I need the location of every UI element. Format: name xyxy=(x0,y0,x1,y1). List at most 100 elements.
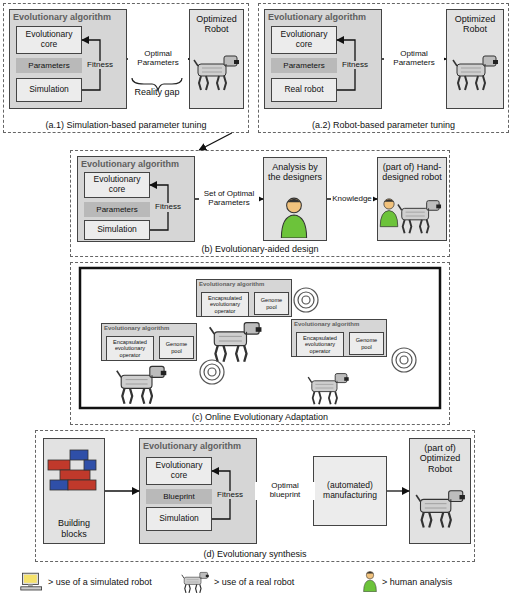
drawing-part xyxy=(398,201,441,234)
dashed-panel: (b) Evolutionary-aided design Evolutionar… xyxy=(70,150,450,257)
process-box: Encapsulated evolutionary operator xyxy=(201,292,249,317)
parameter-band: Parameters xyxy=(271,58,337,73)
panel-caption: (c) Online Evolutionary Adaptation xyxy=(71,412,449,422)
edge-label: Optimal blueprint xyxy=(255,482,315,500)
process-box: Simulation xyxy=(16,78,82,102)
drawing-part xyxy=(294,288,318,312)
node-text: Simulation xyxy=(159,514,199,524)
node-text: Encapsulated evolutionary operator xyxy=(108,339,152,357)
node-text: Evolutionary algorithm xyxy=(140,439,256,453)
signal-waves xyxy=(200,288,416,384)
node-text: Simulation xyxy=(29,85,69,95)
drawing-part xyxy=(194,56,239,90)
parameter-band: Blueprint xyxy=(146,489,212,504)
drawing-part xyxy=(210,323,262,362)
drawing-part xyxy=(50,480,68,490)
robot-box: Optimized Robot xyxy=(446,9,504,109)
legend-text: > use of a simulated robot xyxy=(48,577,152,587)
process-box: Encapsulated evolutionary operator xyxy=(296,332,344,357)
node-text: Evolutionary algorithm xyxy=(10,10,126,24)
node-text: Real robot xyxy=(284,85,323,95)
node-text: Evolutionary core xyxy=(18,30,80,50)
node-text: (automated) manufacturing xyxy=(315,481,385,501)
legend-icons xyxy=(21,571,377,592)
edge-label: Optimal Parameters xyxy=(384,50,444,68)
process-box: Evolutionary core xyxy=(84,172,150,198)
drawing-part xyxy=(302,296,310,304)
node-text: Parameters xyxy=(28,61,69,70)
drawing-part xyxy=(21,573,42,590)
node-text: Analysis by the designers xyxy=(266,162,324,183)
connector-arrow xyxy=(387,490,409,491)
drawing-part xyxy=(84,460,96,470)
node-text: Simulation xyxy=(97,225,137,235)
process-box: Simulation xyxy=(84,220,150,240)
legend-text: > use of a real robot xyxy=(214,577,294,587)
edge-label: Fitness xyxy=(154,203,182,212)
process-box: Genome pool xyxy=(159,336,194,359)
drawing-part xyxy=(453,56,498,90)
panel-caption: (b) Evolutionary-aided design xyxy=(71,244,449,254)
robot-figures xyxy=(117,56,498,528)
algorithm-box: Evolutionary algorithmEncapsulated evolu… xyxy=(196,279,292,317)
drawing-part xyxy=(400,356,408,364)
node-text: Blueprint xyxy=(163,492,195,501)
algorithm-box: Evolutionary algorithmEncapsulated evolu… xyxy=(291,319,387,357)
edge-label: Knowledge xyxy=(331,195,373,204)
blocks-box: Building blocks xyxy=(43,438,105,544)
edge-label: Fitness xyxy=(341,61,369,70)
parameter-band: Parameters xyxy=(16,58,82,73)
node-text: Evolutionary core xyxy=(86,175,148,195)
dashed-panel: (c) Online Evolutionary Adaptation Evolut… xyxy=(70,262,450,425)
node-text: Optimized Robot xyxy=(449,14,501,35)
node-text: (part of) Hand-designed robot xyxy=(380,162,444,183)
drawing-part xyxy=(60,470,90,480)
dashed-panel: (a.2) Robot-based parameter tuningEvolut… xyxy=(258,3,509,133)
node-text: Evolutionary core xyxy=(148,461,210,481)
connector-arrow xyxy=(105,490,139,491)
environment-frame xyxy=(80,268,440,408)
node-text: Evolutionary algorithm xyxy=(292,320,386,328)
node-text: Parameters xyxy=(96,205,137,214)
node-text: Evolutionary algorithm xyxy=(197,280,291,288)
note-label: Reality gap xyxy=(133,88,180,98)
drawing-part xyxy=(396,352,412,368)
drawing-part xyxy=(281,198,306,238)
node-text: Parameters xyxy=(283,61,324,70)
robot-box: (part of) Hand-designed robot xyxy=(377,157,447,241)
panel-caption: (a.1) Simulation-based parameter tuning xyxy=(4,120,248,130)
node-text: Evolutionary algorithm xyxy=(265,10,381,24)
drawing-part xyxy=(392,348,416,372)
building-blocks xyxy=(48,450,96,490)
connector-arrow xyxy=(199,133,232,150)
algorithm-box: Evolutionary algorithmEncapsulated evolu… xyxy=(101,323,197,361)
node-text: Genome pool xyxy=(351,337,382,349)
process-box: Evolutionary core xyxy=(146,457,212,485)
dashed-panel: (a.1) Simulation-based parameter tuning E… xyxy=(3,3,249,133)
robot-box: (part of) Optimized Robot xyxy=(409,438,471,544)
drawing-part xyxy=(48,460,70,470)
process-box: Simulation xyxy=(146,507,212,531)
node-text: Genome pool xyxy=(256,297,287,309)
drawing-part xyxy=(117,366,167,403)
drawing-part xyxy=(308,374,349,405)
edge-label: Fitness xyxy=(216,491,244,500)
node-text: Evolutionary algorithm xyxy=(78,157,194,171)
process-box: (automated) manufacturing xyxy=(313,456,387,526)
process-box: Evolutionary core xyxy=(271,26,337,54)
algorithm-box: Evolutionary algorithmEvolutionary coreP… xyxy=(264,9,382,109)
algorithm-box: Evolutionary algorithmEvolutionary coreP… xyxy=(9,9,127,109)
edge-label: Fitness xyxy=(86,61,114,70)
process-box: Genome pool xyxy=(349,332,384,355)
drawing-part xyxy=(182,572,209,592)
drawing-part xyxy=(380,199,398,227)
edge-label: Set of Optimal Parameters xyxy=(199,190,259,208)
node-text: Encapsulated evolutionary operator xyxy=(298,335,342,353)
drawing-part xyxy=(68,480,96,490)
process-box: Evolutionary core xyxy=(16,26,82,54)
process-box: Genome pool xyxy=(254,292,289,315)
drawing-part xyxy=(70,450,88,460)
